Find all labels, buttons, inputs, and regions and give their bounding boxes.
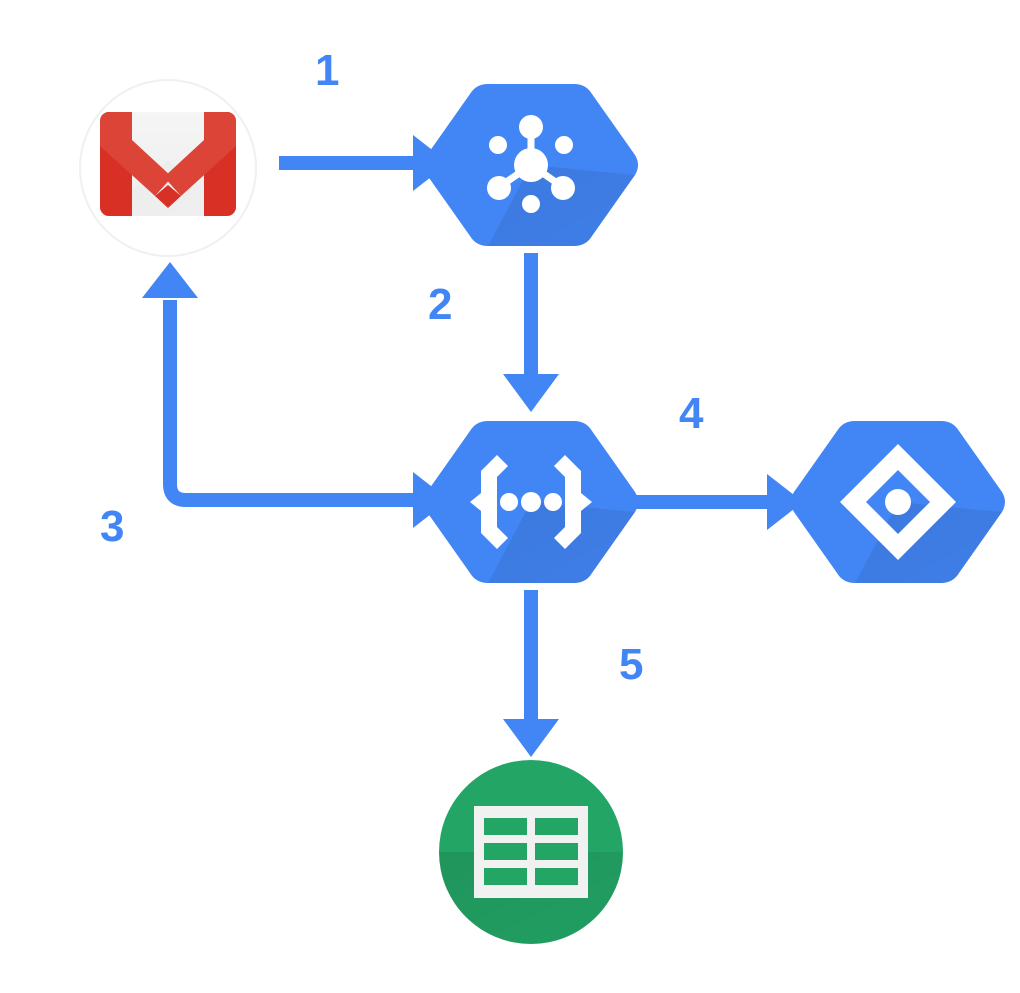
step-label-2: 2 (428, 280, 453, 329)
node-google-sheets[interactable] (439, 760, 623, 944)
step-label-3: 3 (100, 502, 125, 551)
edge-2-arrowhead (503, 374, 559, 412)
edge-5-arrowhead (503, 719, 559, 757)
edge-3-line (163, 300, 424, 507)
gmail-icon (100, 112, 236, 216)
edge-3-functions-to-gmail (142, 262, 449, 528)
edge-2-pubsub-to-functions (503, 253, 559, 412)
pubsub-hexagon-icon (424, 84, 638, 246)
node-cloud-functions[interactable] (424, 421, 638, 583)
node-cloud-vision-api[interactable] (791, 421, 1005, 583)
vision-api-hexagon-icon (791, 421, 1005, 583)
edge-4-functions-to-vision (620, 474, 803, 530)
google-sheets-icon (439, 760, 623, 944)
node-gmail[interactable] (79, 79, 257, 257)
edge-5-functions-to-sheets (503, 590, 559, 757)
edge-3-arrowhead-up (142, 262, 198, 298)
step-label-1: 1 (315, 46, 340, 95)
node-cloud-pubsub[interactable] (424, 84, 638, 246)
edge-1-gmail-to-pubsub (279, 135, 449, 191)
step-label-4: 4 (679, 389, 704, 438)
step-label-5: 5 (619, 640, 644, 689)
edge-4-arrowhead (767, 474, 803, 530)
cloud-functions-hexagon-icon (424, 421, 638, 583)
